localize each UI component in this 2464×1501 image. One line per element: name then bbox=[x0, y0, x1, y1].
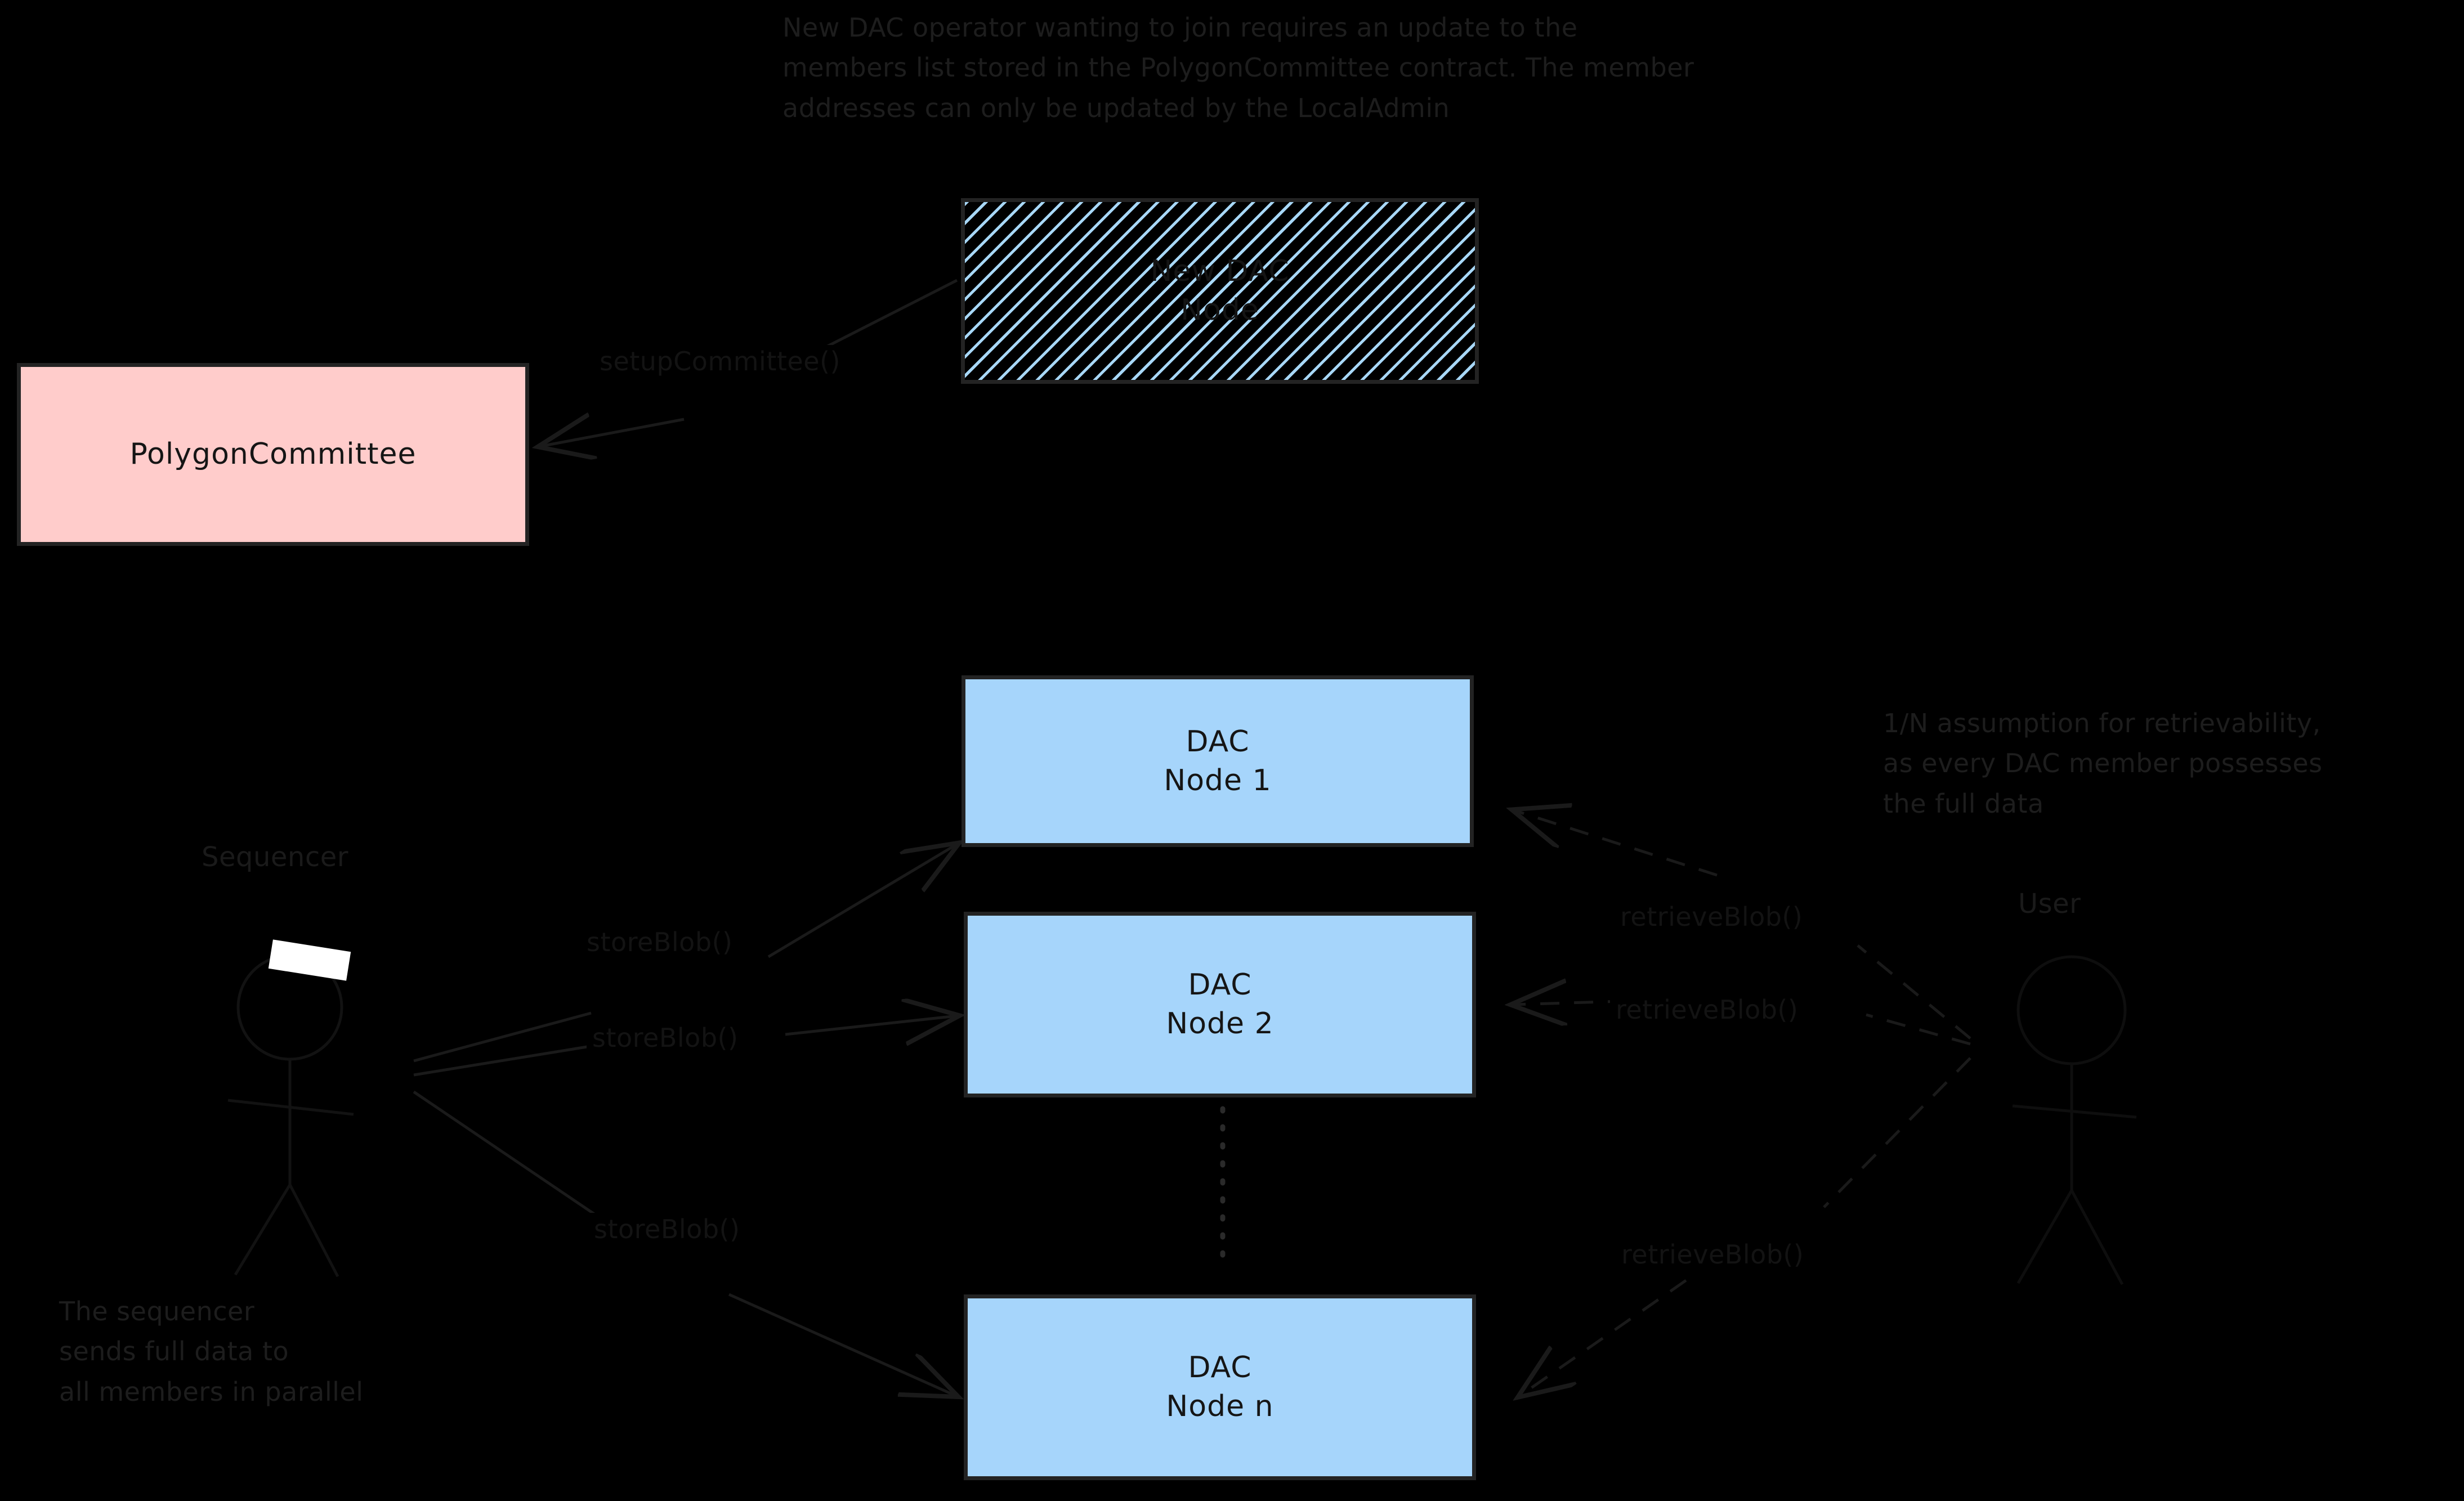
edge-label-retrieve-blob-1: retrieveBlob() bbox=[1615, 900, 1809, 933]
edge-label-store-blob-n: storeBlob() bbox=[588, 1213, 746, 1245]
node-polygon-committee[interactable]: PolygonCommittee bbox=[17, 363, 529, 546]
top-note: New DAC operator wanting to join require… bbox=[782, 12, 1694, 123]
right-note: 1/N assumption for retrievability, as ev… bbox=[1883, 708, 2323, 819]
node-dac-node-1[interactable]: DAC Node 1 bbox=[962, 675, 1474, 847]
bottom-left-note: The sequencer sends full data to all mem… bbox=[59, 1296, 364, 1407]
edge-label-store-blob-2: storeBlob() bbox=[587, 1021, 744, 1054]
dac-node-1-subtitle: Node 1 bbox=[1164, 763, 1272, 797]
dac-node-n-subtitle: Node n bbox=[1166, 1390, 1274, 1423]
user-figure bbox=[2012, 955, 2137, 1285]
node-new-dac-node[interactable]: New DAC Node bbox=[961, 198, 1479, 384]
dac-node-n-title: DAC bbox=[1188, 1351, 1252, 1385]
node-dac-node-n[interactable]: DAC Node n bbox=[964, 1294, 1476, 1480]
user-label: User bbox=[2018, 888, 2081, 920]
edge-label-setup-committee: setupCommittee() bbox=[594, 345, 846, 378]
dac-node-2-title: DAC bbox=[1188, 968, 1252, 1002]
edge-label-retrieve-blob-2: retrieveBlob() bbox=[1610, 993, 1804, 1026]
dac-node-1-title: DAC bbox=[1186, 724, 1250, 759]
sequencer-badge-icon bbox=[268, 939, 351, 981]
sequencer-label: Sequencer bbox=[202, 841, 348, 873]
polygon-committee-label: PolygonCommittee bbox=[129, 437, 417, 472]
node-dac-node-2[interactable]: DAC Node 2 bbox=[964, 912, 1476, 1097]
edge-label-store-blob-1: storeBlob() bbox=[581, 926, 739, 958]
edge-retrieve-blob-n bbox=[1520, 1057, 1971, 1396]
new-dac-node-title: New DAC bbox=[1150, 254, 1290, 289]
new-dac-node-subtitle: Node bbox=[1180, 293, 1259, 327]
dac-node-2-subtitle: Node 2 bbox=[1166, 1007, 1274, 1041]
edge-label-retrieve-blob-n: retrieveBlob() bbox=[1616, 1238, 1810, 1271]
sequencer-figure bbox=[227, 954, 354, 1278]
